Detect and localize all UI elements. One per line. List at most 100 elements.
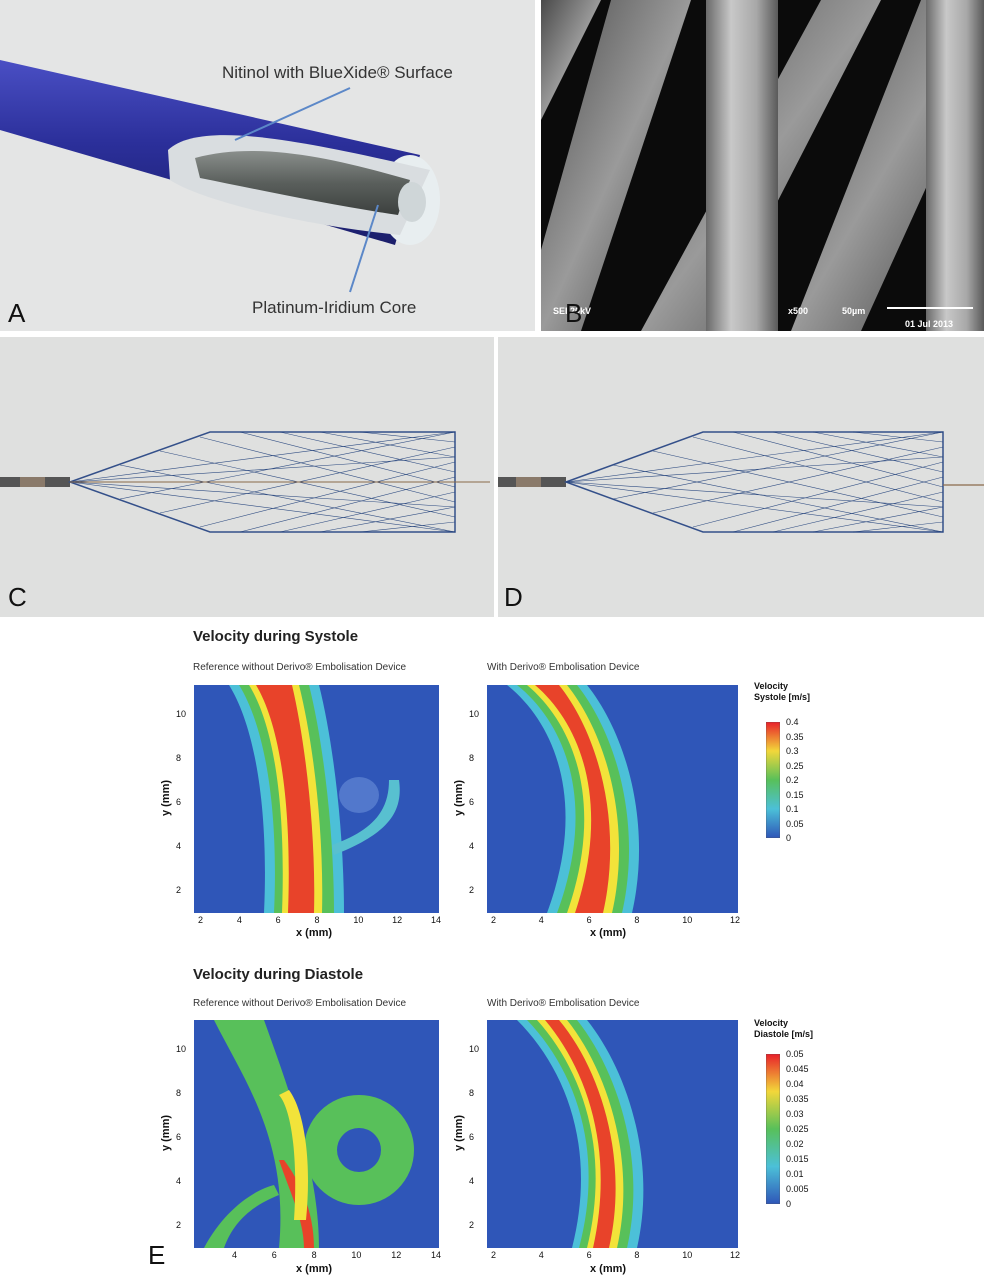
braided-device-illustration — [0, 431, 490, 533]
diastole-left-ytick: 4 — [176, 1176, 182, 1186]
systole-left-xtick: 14 — [431, 915, 442, 925]
diastole-colorbar-tick: 0.015 — [786, 1154, 809, 1164]
diastole-colorbar-tick: 0.01 — [786, 1169, 804, 1179]
systole-right-xlabel: x (mm) — [590, 927, 627, 939]
diastole-right-xtick: 10 — [682, 1250, 693, 1260]
diastole-colorbar-tick: 0.05 — [786, 1049, 804, 1059]
diastole-right-ytick: 4 — [469, 1176, 475, 1186]
systole-colorbar-tick: 0.3 — [786, 746, 799, 756]
diastole-reference-heatmap — [194, 1020, 439, 1248]
systole-left-xlabel: x (mm) — [296, 927, 333, 939]
diastole-left-ytick: 10 — [176, 1044, 187, 1054]
panel-label-a: A — [8, 298, 26, 328]
diastole-colorbar-tick: 0.03 — [786, 1109, 804, 1119]
diastole-colorbar-title-2: Diastole [m/s] — [754, 1029, 814, 1039]
systole-left-xtick: 4 — [236, 915, 242, 925]
diastole-colorbar-tick: 0 — [786, 1199, 792, 1209]
sem-date: 01 Jul 2013 — [905, 319, 954, 329]
systole-device-heatmap — [487, 685, 738, 913]
systole-colorbar — [766, 722, 780, 838]
diastole-right-xlabel: x (mm) — [590, 1263, 627, 1275]
systole-right-xtick: 10 — [682, 915, 693, 925]
systole-colorbar-tick: 0.4 — [786, 717, 799, 727]
systole-right-ytick: 10 — [469, 709, 480, 719]
systole-right-ytick: 2 — [469, 885, 475, 895]
systole-left-xtick: 2 — [198, 915, 204, 925]
diastole-left-xtick: 10 — [351, 1250, 362, 1260]
diastole-colorbar-tick: 0.005 — [786, 1184, 809, 1194]
systole-right-subtitle: With Derivo® Embolisation Device — [487, 662, 640, 673]
systole-colorbar-tick: 0.1 — [786, 804, 799, 814]
sem-info-left: SEI 20kV — [553, 306, 592, 316]
diastole-colorbar-tick: 0.04 — [786, 1079, 804, 1089]
systole-right-xtick: 2 — [491, 915, 497, 925]
systole-colorbar-tick: 0 — [786, 833, 792, 843]
diastole-left-ytick: 2 — [176, 1220, 182, 1230]
diastole-right-xtick: 6 — [586, 1250, 592, 1260]
panel-b-sem-image: SEI 20kV x500 50µm 01 Jul 2013 B — [541, 0, 984, 331]
diastole-title: Velocity during Diastole — [193, 966, 364, 983]
diastole-left-xtick: 12 — [391, 1250, 402, 1260]
systole-right-xtick: 4 — [538, 915, 544, 925]
systole-left-ytick: 4 — [176, 841, 182, 851]
diastole-right-subtitle: With Derivo® Embolisation Device — [487, 998, 640, 1009]
wire-cross-section-illustration — [0, 60, 440, 293]
systole-right-ytick: 6 — [469, 797, 475, 807]
diastole-right-xtick: 2 — [491, 1250, 497, 1260]
systole-left-xtick: 10 — [353, 915, 364, 925]
diastole-colorbar-tick: 0.035 — [786, 1094, 809, 1104]
diastole-colorbar-title-1: Velocity — [754, 1018, 789, 1028]
diastole-device-heatmap — [487, 1020, 738, 1248]
systole-title: Velocity during Systole — [193, 628, 359, 645]
systole-right-ylabel: y (mm) — [453, 779, 466, 817]
callout-core-label: Platinum-Iridium Core — [252, 298, 417, 317]
diastole-right-xtick: 4 — [538, 1250, 544, 1260]
sem-scale-value: 50µm — [842, 306, 866, 316]
systole-colorbar-title-2: Systole [m/s] — [754, 692, 811, 702]
diastole-colorbar — [766, 1054, 780, 1204]
systole-colorbar-tick: 0.2 — [786, 775, 799, 785]
systole-left-subtitle: Reference without Derivo® Embolisation D… — [193, 662, 407, 673]
diastole-right-ylabel: y (mm) — [453, 1114, 466, 1152]
panel-d-device-render: D — [498, 337, 984, 617]
systole-right-xtick: 12 — [730, 915, 741, 925]
systole-right-xtick: 6 — [586, 915, 592, 925]
braided-device-illustration-released — [498, 431, 984, 533]
diastole-left-xtick: 4 — [232, 1250, 238, 1260]
panel-c-device-render: C — [0, 337, 494, 617]
systole-right-ytick: 4 — [469, 841, 475, 851]
diastole-right-ytick: 10 — [469, 1044, 480, 1054]
diastole-colorbar-tick: 0.045 — [786, 1064, 809, 1074]
diastole-left-xtick: 14 — [431, 1250, 442, 1260]
sem-magnification: x500 — [788, 306, 809, 316]
systole-left-xtick: 6 — [275, 915, 281, 925]
diastole-left-ytick: 8 — [176, 1088, 182, 1098]
systole-right-xtick: 8 — [634, 915, 640, 925]
systole-right-ytick: 8 — [469, 753, 475, 763]
diastole-right-ytick: 6 — [469, 1132, 475, 1142]
systole-reference-heatmap — [194, 685, 439, 913]
systole-colorbar-tick: 0.35 — [786, 731, 804, 742]
diastole-left-xtick: 6 — [271, 1250, 277, 1260]
diastole-left-ytick: 6 — [176, 1132, 182, 1142]
diastole-colorbar-tick: 0.02 — [786, 1139, 804, 1149]
systole-colorbar-tick: 0.15 — [786, 789, 804, 800]
panel-a-wire-render: Nitinol with BlueXide® Surface Platinum-… — [0, 0, 535, 331]
panel-label-d: D — [504, 582, 523, 612]
panel-label-b: B — [565, 298, 583, 328]
diastole-right-ytick: 8 — [469, 1088, 475, 1098]
systole-left-ytick: 6 — [176, 797, 182, 807]
systole-colorbar-title-1: Velocity — [754, 681, 789, 691]
panel-label-c: C — [8, 582, 27, 612]
systole-left-xtick: 12 — [392, 915, 403, 925]
diastole-right-xtick: 12 — [730, 1250, 741, 1260]
diastole-right-ytick: 2 — [469, 1220, 475, 1230]
systole-left-ytick: 10 — [176, 709, 187, 719]
sem-braided-wires — [541, 0, 984, 331]
diastole-colorbar-tick: 0.025 — [786, 1124, 809, 1134]
panel-e-velocity-maps: Velocity during Systole Reference withou… — [0, 622, 984, 1280]
systole-left-ylabel: y (mm) — [160, 779, 173, 817]
diastole-left-xtick: 8 — [311, 1250, 317, 1260]
systole-left-xtick: 8 — [314, 915, 320, 925]
systole-left-ytick: 2 — [176, 885, 182, 895]
